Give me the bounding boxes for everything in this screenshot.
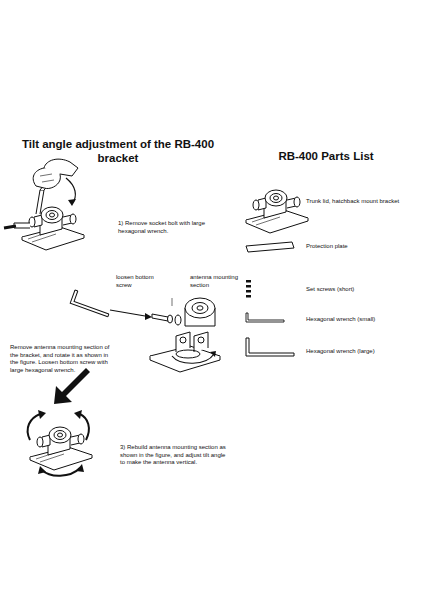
part-name: Protection plate: [306, 243, 418, 251]
part-callout: antenna mounting section: [190, 274, 242, 289]
part-name: Trunk lid, hatchback mount bracket: [306, 198, 418, 206]
part-name: Hexagonal wrench (large): [306, 348, 418, 356]
step-note: 1) Remove socket bolt with large hexagon…: [118, 220, 222, 235]
part-name: Hexagonal wrench (small): [306, 316, 418, 324]
section-heading: RB-400 Parts List: [238, 150, 414, 164]
step-note: Remove antenna mounting section of the b…: [10, 344, 110, 374]
section-heading: Tilt angle adjustment of the RB-400 brac…: [18, 138, 218, 166]
part-callout: loosen bottom screw: [116, 274, 166, 289]
step-note: 3) Rebuild antenna mounting section as s…: [120, 444, 232, 467]
part-name: Set screws (short): [306, 286, 418, 294]
